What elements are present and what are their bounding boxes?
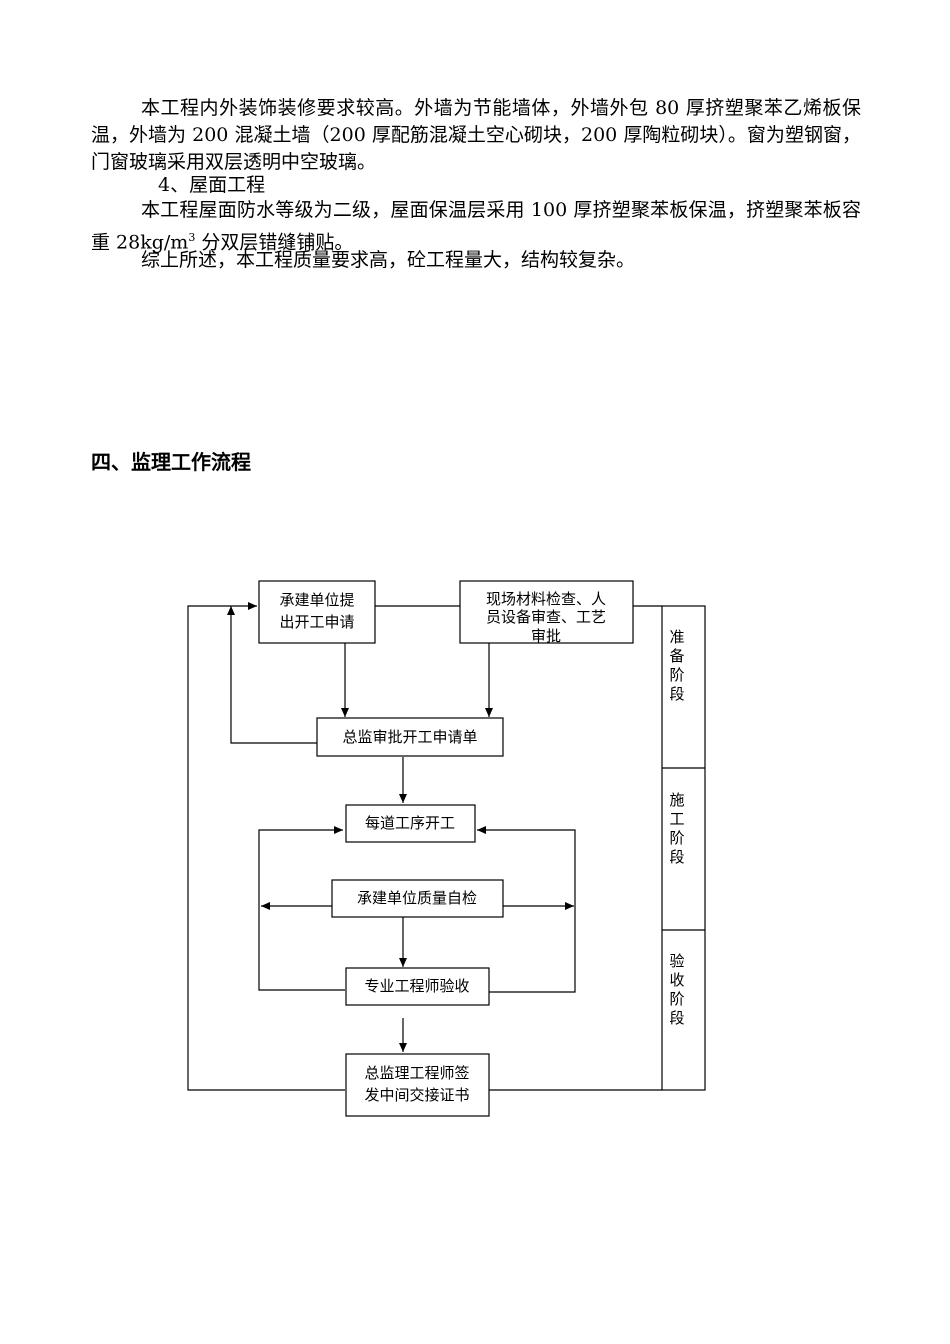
box-contractor-apply xyxy=(258,580,376,644)
box-chief-approve xyxy=(316,717,504,757)
paragraph-roof-text-end: 分双层错缝铺贴。 xyxy=(195,231,354,254)
stage-label-construct: 施 工 阶 段 xyxy=(669,791,684,866)
svg-text:段: 段 xyxy=(669,685,684,703)
paragraph-summary: 综上所述，本工程质量要求高，砼工程量大，结构较复杂。 xyxy=(141,249,636,271)
svg-text:段: 段 xyxy=(669,848,684,866)
box-engineer-accept-label: 专业工程师验收 xyxy=(364,977,469,995)
svg-text:工: 工 xyxy=(669,810,684,828)
subheading-roof: 4、屋面工程 xyxy=(158,174,266,196)
loop-left-inner xyxy=(258,826,345,991)
svg-text:施: 施 xyxy=(669,791,684,809)
box-process-start xyxy=(345,804,476,843)
loop-right-inner xyxy=(477,826,576,993)
svg-text:阶: 阶 xyxy=(669,666,684,684)
svg-text:准: 准 xyxy=(669,628,684,646)
superscript-3: 3 xyxy=(188,231,196,244)
stage-column xyxy=(661,605,706,1091)
arrow-box3-back-up xyxy=(227,606,317,744)
svg-text:收: 收 xyxy=(669,971,684,989)
svg-text:验: 验 xyxy=(669,952,684,970)
box-material-check-line2: 员设备审查、工艺 xyxy=(486,608,606,626)
box-certificate xyxy=(345,1053,490,1117)
svg-text:阶: 阶 xyxy=(669,990,684,1008)
box-contractor-apply-line1: 承建单位提 xyxy=(279,591,354,609)
paragraph-facade: 本工程内外装饰装修要求较高。外墙为节能墙体，外墙外包 80 厚挤塑聚苯乙烯板保温… xyxy=(91,97,861,173)
svg-text:备: 备 xyxy=(669,647,684,665)
box-certificate-line2: 发中间交接证书 xyxy=(364,1086,469,1104)
stage-label-accept: 验 收 阶 段 xyxy=(669,952,684,1027)
svg-text:阶: 阶 xyxy=(669,829,684,847)
box-engineer-accept xyxy=(345,967,490,1006)
box-material-check-line1: 现场材料检查、人 xyxy=(486,590,606,608)
box-material-check-line3: 审批 xyxy=(531,627,561,645)
svg-text:段: 段 xyxy=(669,1009,684,1027)
box-contractor-apply-line2: 出开工申请 xyxy=(279,613,354,631)
box-process-start-label: 每道工序开工 xyxy=(365,814,455,832)
box-self-check xyxy=(331,879,504,918)
box-chief-approve-label: 总监审批开工申请单 xyxy=(342,728,477,746)
paragraph-roof: 本工程屋面防水等级为二级，屋面保温层采用 100 厚挤塑聚苯板保温，挤塑聚苯板容… xyxy=(91,197,861,256)
section-heading: 四、监理工作流程 xyxy=(91,450,251,474)
stage-label-prep: 准 备 阶 段 xyxy=(669,628,684,703)
box-material-check xyxy=(459,580,634,644)
paragraph-roof-text: 本工程屋面防水等级为二级，屋面保温层采用 100 厚挤塑聚苯板保温，挤塑聚苯板容… xyxy=(91,199,861,254)
feedback-line-outer xyxy=(187,602,345,1091)
box-certificate-line1: 总监理工程师签 xyxy=(364,1064,469,1082)
box-self-check-label: 承建单位质量自检 xyxy=(357,889,477,907)
